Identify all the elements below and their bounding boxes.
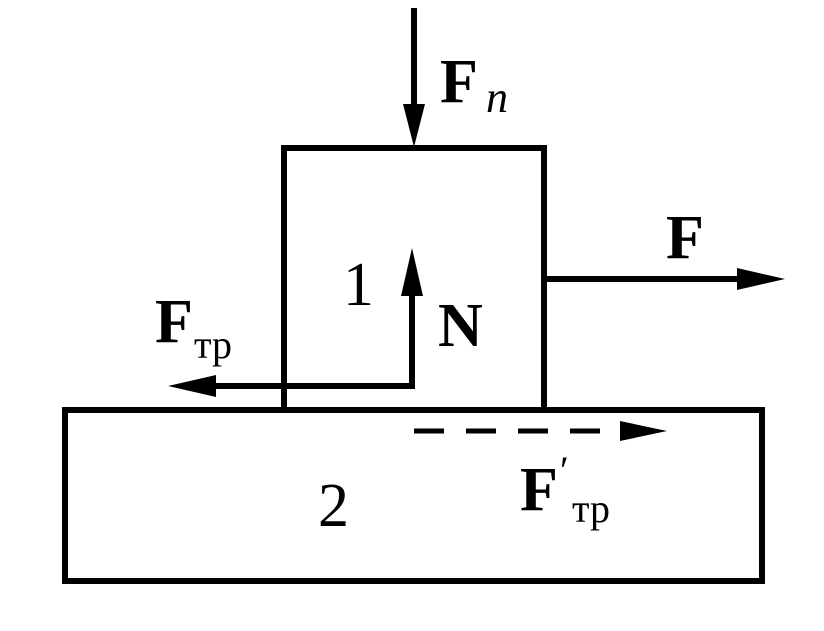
block-1-label: 1 — [343, 251, 374, 319]
reaction-friction-arrow — [414, 421, 667, 441]
svg-text:F: F — [440, 48, 478, 116]
svg-text:n: n — [486, 73, 508, 122]
svg-text:F: F — [155, 288, 193, 356]
svg-text:′: ′ — [560, 448, 569, 493]
normal-force-arrow — [401, 248, 423, 389]
body-2 — [62, 407, 765, 584]
friction-force-label: F тр — [155, 288, 232, 367]
pressing-force-label: F n — [440, 48, 508, 122]
pressing-force-arrow — [403, 8, 425, 147]
normal-force-label: N — [438, 292, 483, 360]
friction-force-arrow — [168, 375, 412, 397]
block-2-label: 2 — [318, 472, 349, 540]
svg-text:тр: тр — [572, 486, 610, 531]
svg-text:F: F — [520, 456, 558, 524]
reaction-friction-label: F ′ тр — [520, 448, 610, 531]
applied-force-label: F — [666, 204, 704, 272]
applied-force-arrow — [544, 268, 785, 290]
svg-text:тр: тр — [194, 322, 232, 367]
